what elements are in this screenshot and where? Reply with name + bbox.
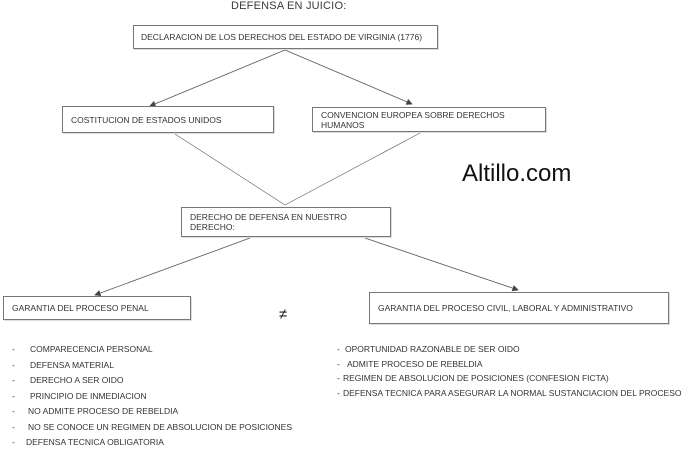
bullet-dash: - — [337, 344, 340, 354]
bullet-dash: - — [12, 437, 15, 447]
bullet-dash: - — [12, 421, 15, 432]
box-convencion-europea: CONVENCION EUROPEA SOBRE DERECHOS HUMANO… — [312, 107, 546, 132]
line-conv-to-der — [284, 132, 421, 206]
arrow-der-to-civil — [364, 237, 519, 292]
bullet-dash: - — [12, 406, 15, 416]
bullet-dash: - — [337, 373, 340, 383]
list-item-text: DEFENSA TECNICA PARA ASEGURAR LA NORMAL … — [343, 387, 682, 398]
list-item-text: OPORTUNIDAD RAZONABLE DE SER OIDO — [345, 344, 520, 354]
list-item-text: DEFENSA TECNICA OBLIGATORIA — [26, 437, 164, 447]
bullet-dash: - — [337, 387, 340, 398]
box-garantia-civil: GARANTIA DEL PROCESO CIVIL, LABORAL Y AD… — [369, 292, 669, 324]
arrow-der-to-penal — [94, 237, 251, 297]
bullet-dash: - — [12, 375, 15, 385]
bullet-dash: - — [12, 344, 15, 354]
bullet-dash: - — [337, 358, 340, 369]
list-item-text: REGIMEN DE ABSOLUCION DE POSICIONES (CON… — [343, 373, 609, 383]
diagram-title: DEFENSA EN JUICIO: — [231, 0, 347, 12]
not-equal-symbol: ≠ — [279, 306, 288, 323]
box-garantia-penal: GARANTIA DEL PROCESO PENAL — [3, 296, 191, 320]
list-item-text: DERECHO A SER OIDO — [30, 375, 124, 385]
arrow-decl-to-const — [149, 49, 286, 107]
arrow-decl-to-conv — [284, 49, 413, 105]
box-constitucion-eeuu: COSTITUCION DE ESTADOS UNIDOS — [62, 106, 274, 133]
list-item-text: ADMITE PROCESO DE REBELDIA — [347, 358, 483, 369]
line-const-to-der — [174, 133, 286, 206]
bullet-dash: - — [12, 359, 15, 370]
list-item-text: COMPARECENCIA PERSONAL — [30, 344, 153, 354]
box-declaracion-virginia: DECLARACION DE LOS DERECHOS DEL ESTADO D… — [133, 25, 438, 49]
bullet-dash: - — [12, 390, 15, 401]
box-derecho-defensa: DERECHO DE DEFENSA EN NUESTRO DERECHO: — [181, 207, 391, 237]
list-item-text: DEFENSA MATERIAL — [30, 359, 114, 370]
list-item-text: NO ADMITE PROCESO DE REBELDIA — [28, 406, 179, 416]
list-item-text: PRINCIPIO DE INMEDIACION — [30, 390, 147, 401]
list-item-text: NO SE CONOCE UN REGIMEN DE ABSOLUCION DE… — [28, 421, 293, 432]
watermark-logo: Altillo.com — [462, 160, 572, 187]
